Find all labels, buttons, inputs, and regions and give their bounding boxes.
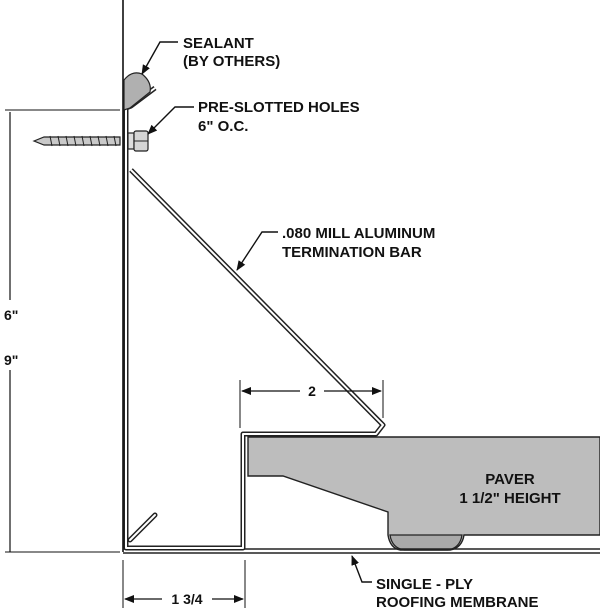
membrane-label-line1: SINGLE - PLY [376, 576, 473, 593]
sealant-label-line1: SEALANT [183, 35, 254, 52]
dim-height-b: 9" [4, 352, 18, 368]
bar-leader [236, 231, 278, 271]
holes-leader [147, 106, 194, 135]
sealant-leader [141, 41, 178, 75]
bar-label-line1: .080 MILL ALUMINUM [282, 225, 435, 242]
paver-block [247, 436, 600, 551]
sealant-label-line2: (BY OTHERS) [183, 53, 280, 70]
membrane-leader [351, 555, 372, 583]
paver-label-line1: PAVER [485, 471, 535, 488]
bar-label-line2: TERMINATION BAR [282, 244, 422, 261]
holes-label-line2: 6" O.C. [198, 118, 248, 135]
paver-label-line2: 1 1/2" HEIGHT [459, 490, 560, 507]
dim-label-gap [2, 300, 20, 370]
membrane-label-line2: ROOFING MEMBRANE [376, 594, 539, 611]
paver-pedestal [389, 534, 463, 551]
dim-step-width: 2 [308, 383, 316, 399]
dim-height-a: 6" [4, 307, 18, 323]
dim-base-width: 1 3/4 [171, 591, 202, 607]
termination-bar-hook-inner [129, 514, 156, 541]
holes-label-line1: PRE-SLOTTED HOLES [198, 99, 360, 116]
screw-fastener [32, 130, 149, 152]
